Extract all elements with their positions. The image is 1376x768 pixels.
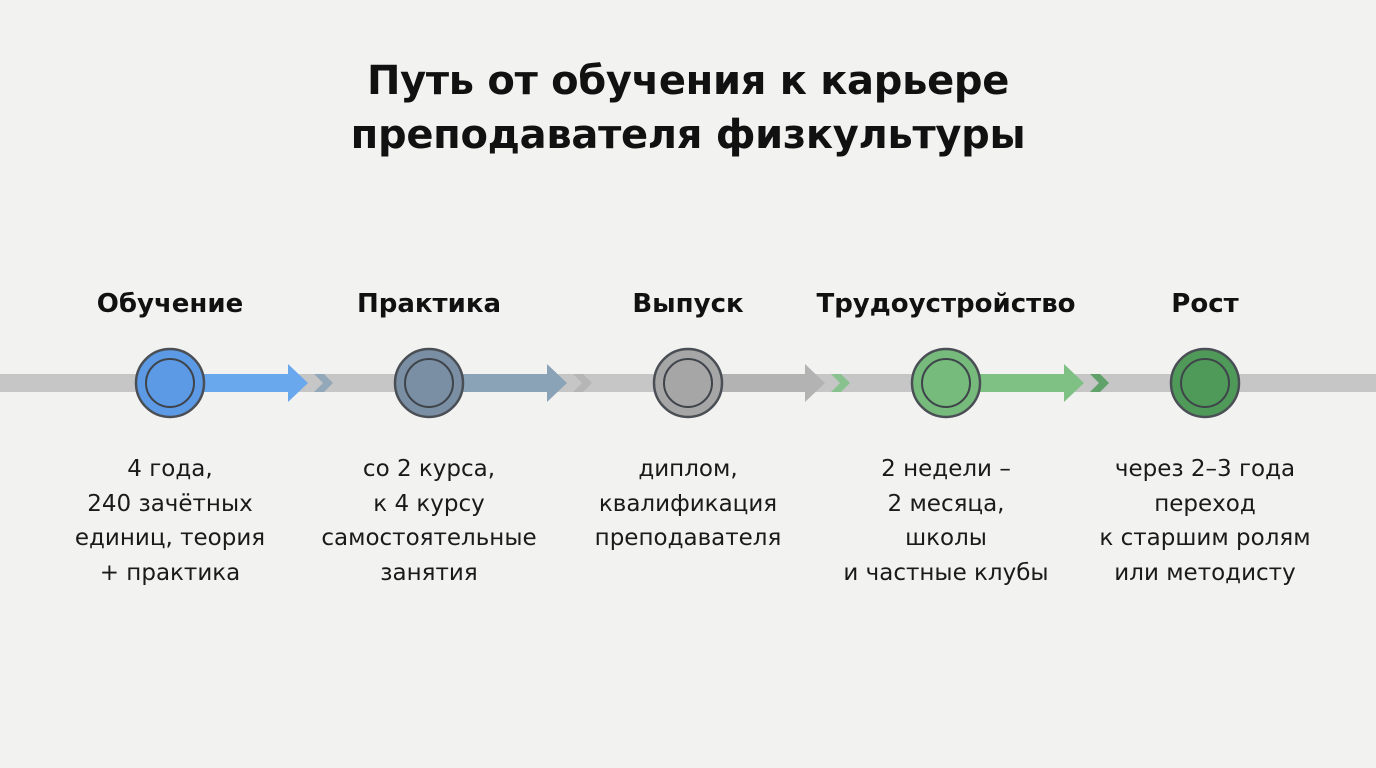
- title-line-2: преподавателя физкультуры: [350, 112, 1026, 158]
- stage-description-line: 2 недели –: [881, 456, 1011, 482]
- stage-description-line: единиц, теория: [74, 525, 266, 551]
- arrow-tail-5: [1090, 374, 1109, 392]
- stage-label-3: Выпуск: [632, 289, 744, 319]
- stage-description-line: переход: [1154, 490, 1256, 517]
- stage-description-line: к 4 курсу: [373, 490, 485, 517]
- stage-description-line: 4 года,: [127, 456, 213, 482]
- stage-description-line: или методисту: [1114, 559, 1296, 586]
- stage-label-5: Рост: [1171, 289, 1239, 319]
- stage-description-line: через 2–3 года: [1114, 456, 1296, 482]
- title-line-1: Путь от обучения к карьере: [366, 58, 1010, 104]
- stage-node-inner-ring-5: [1180, 358, 1230, 408]
- stage-description-line: самостоятельные: [321, 525, 537, 551]
- stage-arrow-2: [431, 364, 567, 402]
- stage-arrow-4: [948, 364, 1084, 402]
- stage-description-1: 4 года, 240 зачётных единиц, теория + практ…: [45, 452, 295, 590]
- stage-description-line: школы: [905, 525, 987, 551]
- stage-description-3: диплом, квалификация преподавателя: [563, 452, 813, 556]
- stage-description-2: со 2 курса, к 4 курсу самостоятельные занят…: [304, 452, 554, 590]
- stage-node-inner-ring-1: [145, 358, 195, 408]
- stage-description-line: преподавателя: [594, 525, 782, 551]
- stage-label-2: Практика: [356, 289, 502, 319]
- stage-node-inner-ring-4: [921, 358, 971, 408]
- stage-label-1: Обучение: [96, 289, 244, 319]
- stage-description-line: и частные клубы: [843, 559, 1049, 586]
- stage-description-line: к старшим ролям: [1099, 525, 1311, 551]
- stage-description-4: 2 недели – 2 месяца, школы и частные клубы: [821, 452, 1071, 590]
- stage-arrow-3: [690, 364, 825, 402]
- stage-arrow-1: [172, 364, 308, 402]
- stage-node-inner-ring-3: [663, 358, 713, 408]
- arrow-tail-3: [573, 374, 592, 392]
- stage-description-line: диплом,: [638, 456, 738, 482]
- stage-description-line: + практика: [99, 559, 241, 586]
- arrow-tail-2: [314, 374, 333, 392]
- stage-node-inner-ring-2: [404, 358, 454, 408]
- stage-label-4: Трудоустройство: [816, 289, 1076, 319]
- stage-description-line: 240 зачётных: [87, 490, 253, 517]
- stage-description-line: 2 месяца,: [887, 490, 1005, 517]
- stage-description-line: со 2 курса,: [362, 456, 496, 482]
- page-title: Путь от обучения к карьере преподавателя…: [0, 54, 1376, 162]
- stage-description-line: квалификация: [598, 490, 778, 517]
- stage-description-line: занятия: [380, 559, 478, 586]
- arrow-tail-4: [831, 374, 850, 392]
- stage-description-5: через 2–3 года переход к старшим ролям или …: [1080, 452, 1330, 590]
